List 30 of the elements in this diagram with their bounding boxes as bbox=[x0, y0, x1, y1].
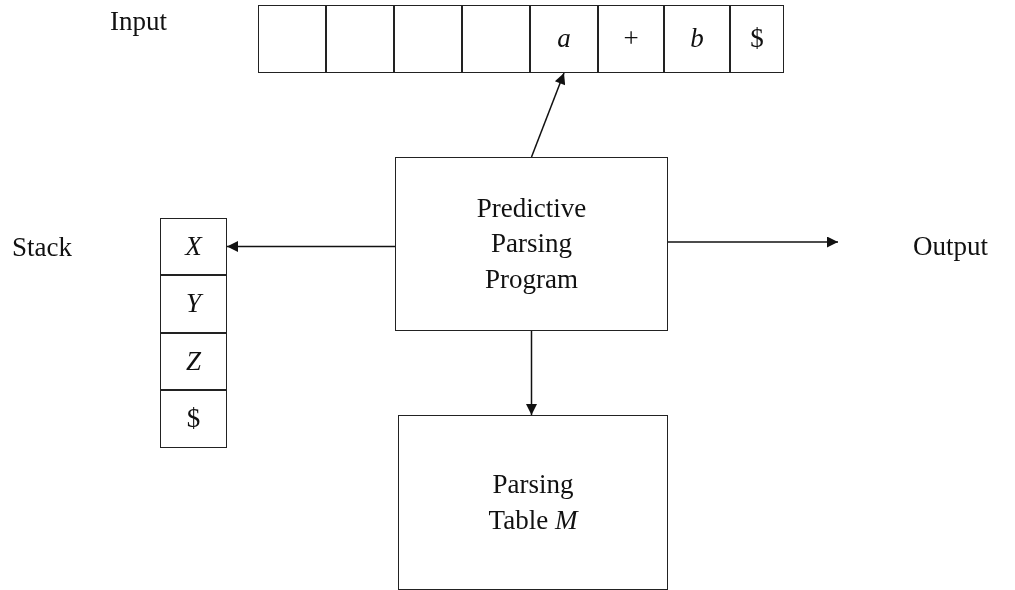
tape-cell bbox=[258, 5, 326, 73]
program-box bbox=[395, 157, 668, 331]
cell-text: Parsing Table M bbox=[487, 468, 580, 537]
stack-cell bbox=[160, 275, 227, 333]
tape-cell bbox=[394, 5, 462, 73]
cell-text: X bbox=[185, 229, 202, 263]
stack-cell bbox=[160, 390, 227, 448]
arrow bbox=[667, 236, 839, 248]
tape-cell bbox=[598, 5, 664, 73]
cell-text: a bbox=[557, 22, 571, 56]
tape-cell bbox=[530, 5, 598, 73]
arrow bbox=[226, 241, 396, 252]
tape-cell bbox=[326, 5, 394, 73]
cell-text: Predictive Parsing Program bbox=[475, 192, 588, 296]
tape-cell bbox=[462, 5, 530, 73]
table-box bbox=[398, 415, 668, 590]
tape-cell bbox=[730, 5, 784, 73]
cell-text: b bbox=[690, 22, 704, 56]
cell-text: Z bbox=[186, 344, 201, 378]
stack-cell bbox=[160, 218, 227, 275]
stack-label: Stack bbox=[12, 231, 72, 264]
cell-text: $ bbox=[750, 22, 764, 56]
tape-cell bbox=[664, 5, 730, 73]
stack-cell bbox=[160, 333, 227, 390]
arrow bbox=[530, 72, 566, 158]
cell-text: + bbox=[623, 22, 639, 56]
arrow bbox=[526, 330, 537, 416]
output-label: Output bbox=[913, 230, 988, 264]
tape-label: Input bbox=[110, 5, 167, 38]
cell-text: $ bbox=[186, 402, 201, 436]
